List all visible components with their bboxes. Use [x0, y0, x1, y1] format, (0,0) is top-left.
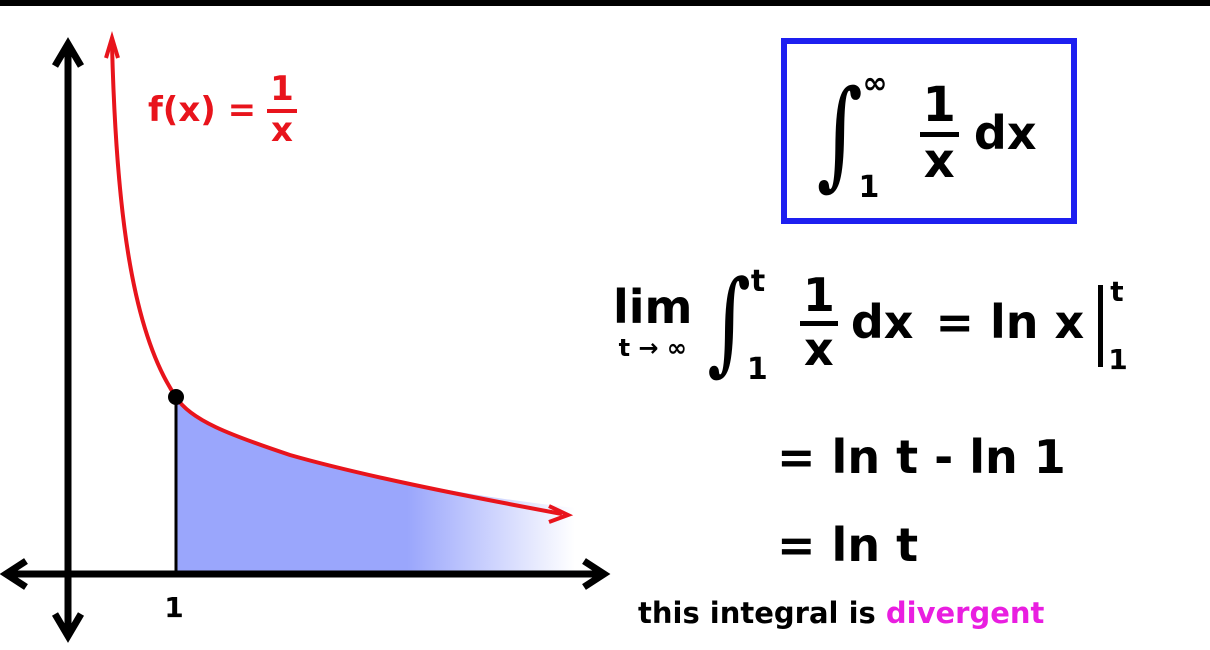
integrand-numerator: 1 — [922, 77, 956, 133]
y-axis-arrow-up — [51, 37, 85, 68]
y-axis-arrow-down — [51, 612, 85, 643]
eval-upper: t — [1110, 275, 1124, 308]
x-axis-arrow-right — [582, 558, 611, 590]
step-2: = ln t — [777, 518, 919, 572]
point-at-1 — [168, 389, 184, 405]
integrand-fraction: 1 x — [918, 81, 959, 185]
integrand-denominator: x — [919, 132, 959, 185]
integrand-denominator-2: x — [800, 321, 838, 372]
lim-text: lim — [613, 280, 693, 334]
lim-subscript: t → ∞ — [618, 334, 687, 362]
boxed-integral-expression: ∫ ∞ 1 1 x dx — [809, 58, 1037, 208]
differential-2: dx — [850, 295, 914, 349]
limit-operator: lim t → ∞ — [613, 284, 692, 360]
function-label: f(x) = 1 x — [148, 72, 298, 147]
conclusion-text: this integral is — [638, 596, 876, 630]
function-label-prefix: f(x) = — [148, 89, 257, 130]
lower-limit-2: 1 — [746, 352, 768, 387]
boxed-integral: ∫ ∞ 1 1 x dx — [781, 38, 1077, 224]
fraction-numerator: 1 — [270, 69, 294, 109]
evaluation-bar-line — [1098, 285, 1104, 367]
top-bar — [0, 0, 1210, 6]
graph: 1 — [0, 31, 611, 643]
integrand-fraction-2: 1 x — [799, 272, 839, 372]
fraction-denominator: x — [267, 109, 297, 147]
step-1: = ln t - ln 1 — [777, 430, 1066, 484]
x-axis-arrow-left — [0, 558, 28, 590]
x-tick-label: 1 — [164, 591, 183, 624]
curve-arrow-top — [104, 31, 120, 59]
curve-1-over-x — [110, 44, 563, 516]
integral-limits: ∞ 1 — [858, 58, 914, 208]
evaluation-bar: t 1 — [1094, 267, 1142, 377]
lower-limit: 1 — [858, 170, 880, 205]
conclusion-highlight: divergent — [885, 596, 1045, 630]
conclusion: this integral is divergent — [638, 596, 1044, 630]
differential: dx — [973, 106, 1037, 160]
upper-limit: ∞ — [862, 66, 888, 101]
shaded-area — [176, 397, 575, 572]
limit-expression: lim t → ∞ ∫ t 1 1 x dx = ln x t 1 — [613, 252, 1142, 392]
curve-arrow-right — [548, 504, 574, 524]
antiderivative: = ln x — [935, 295, 1085, 349]
integrand-numerator-2: 1 — [802, 268, 835, 322]
integral-sign-2: ∫ — [707, 257, 752, 387]
function-label-fraction: 1 x — [266, 72, 298, 147]
upper-limit-2: t — [750, 264, 766, 299]
integral-limits-2: t 1 — [747, 252, 799, 392]
integral-sign: ∫ — [816, 64, 863, 202]
eval-lower: 1 — [1108, 343, 1128, 376]
